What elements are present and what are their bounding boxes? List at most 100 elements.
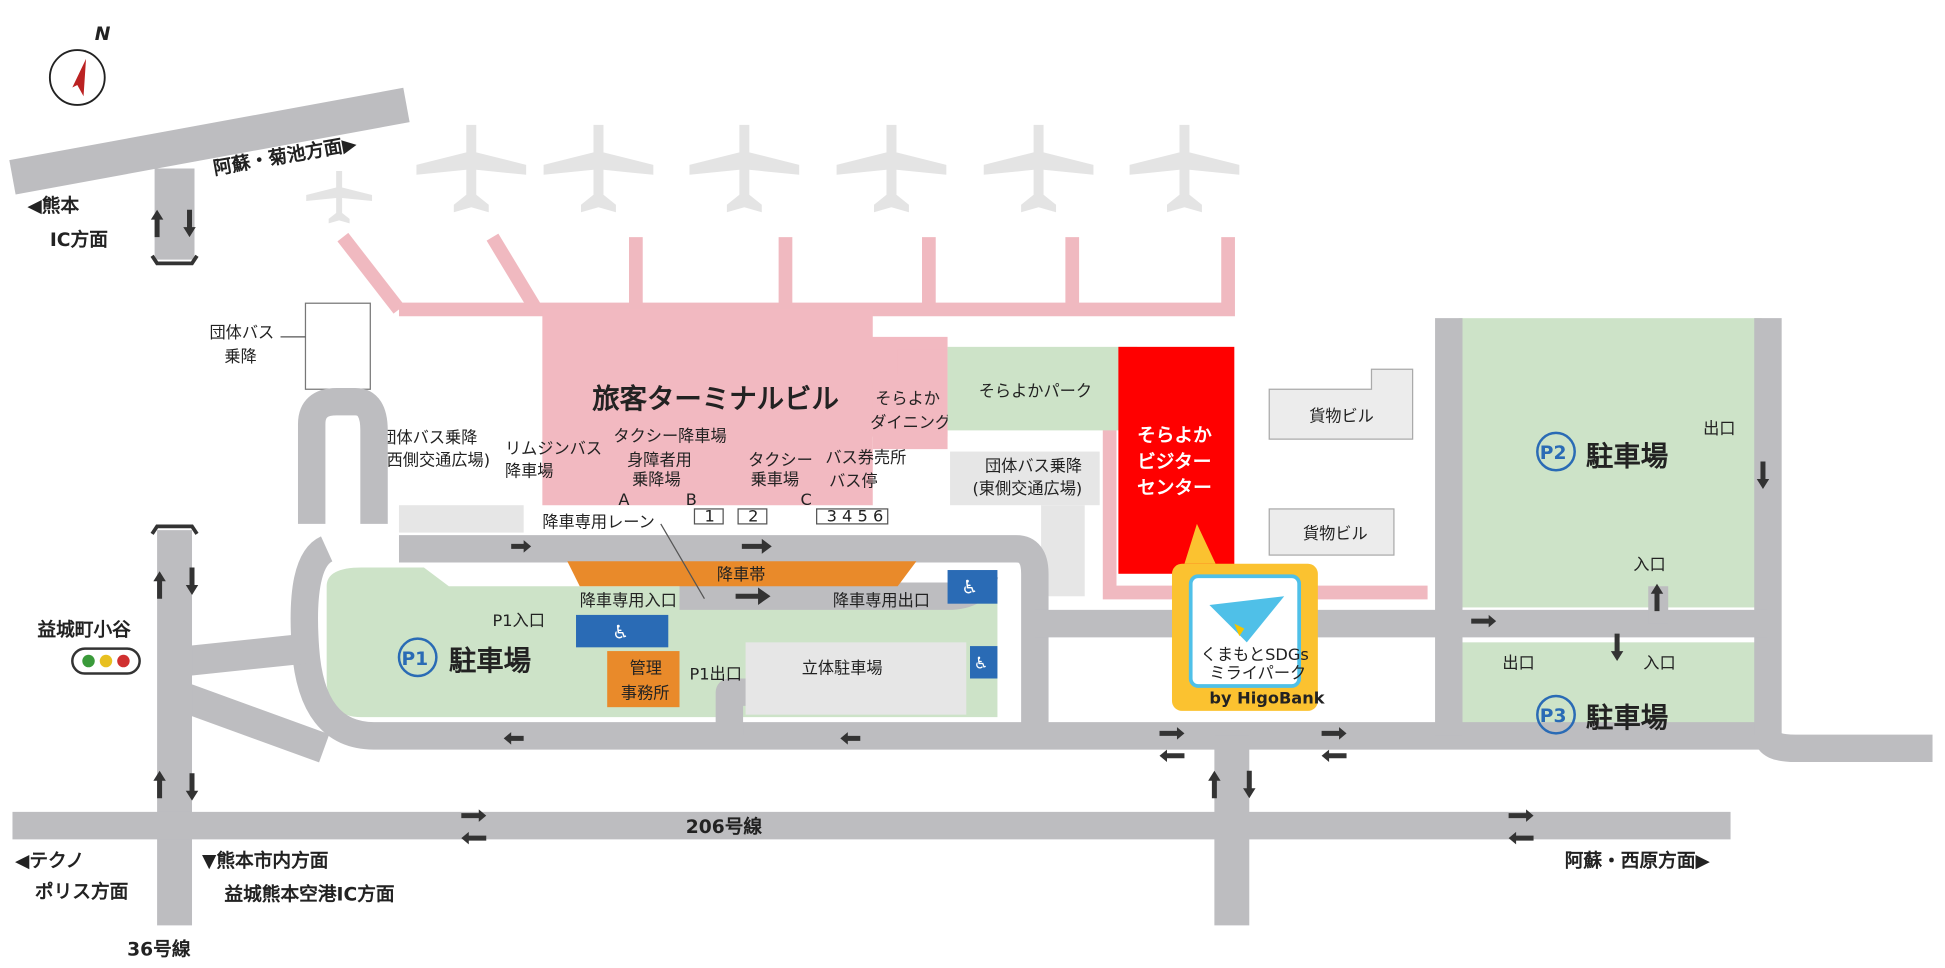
wheelchair-icon: ♿: [612, 623, 629, 644]
west-plaza-label: 団体バス乗降: [380, 428, 477, 447]
multi-parking-label: 立体駐車場: [802, 659, 883, 678]
arrow-left-icon: [1159, 749, 1185, 763]
p3-badge: P3: [1540, 706, 1567, 727]
arrow-right-icon: [735, 587, 771, 605]
cargo-building-1: 貨物ビル: [1309, 407, 1374, 426]
arrow-down-icon: [1610, 633, 1624, 662]
arrow-down-icon: [185, 773, 199, 801]
arrow-up-icon: [153, 571, 166, 599]
p2-entrance-label: 入口: [1633, 555, 1665, 574]
west-bus-area: [304, 302, 371, 390]
airplane-icon: [689, 124, 800, 213]
east-bus-label: 団体バス乗降: [985, 457, 1082, 476]
accessible-label-2: 乗降場: [632, 470, 681, 489]
p1-entrance-label: P1入口: [492, 611, 544, 630]
east-bus-plaza: [950, 451, 1100, 506]
arrow-down-icon: [1756, 461, 1770, 489]
visitor-center[interactable]: [1118, 346, 1235, 574]
dropoff-zone: [567, 561, 917, 587]
direction-mashiki-ic: 益城熊本空港IC方面: [224, 883, 394, 905]
lane-entrance-label: 降車専用入口: [580, 591, 677, 610]
taxi-pick-label-2: 乗車場: [751, 470, 800, 489]
arrow-up-icon: [153, 770, 166, 799]
terminal-front-labels: リムジンバス 降車場 タクシー降車場 身障者用 乗降場 タクシー 乗車場 バス券…: [505, 427, 930, 611]
multi-story-parking: [745, 642, 967, 715]
limousine-label-2: 降車場: [505, 462, 554, 481]
p3-entrance-label: 入口: [1643, 654, 1675, 673]
compass: N: [48, 24, 111, 106]
airplane-icon: [543, 124, 654, 213]
airplane-icon: [416, 124, 527, 213]
arrow-right-icon: [1159, 727, 1185, 740]
p2-name: 駐車場: [1586, 441, 1668, 472]
bus-ticket-label: バス券売所: [825, 448, 906, 467]
sorayoka-park: [947, 346, 1138, 431]
taxi-pick-label: タクシー: [748, 450, 813, 469]
arrow-left-icon: [840, 732, 861, 745]
wheelchair-icon: ♿: [974, 654, 989, 673]
management-office: [607, 651, 680, 708]
cargo-building-2: 貨物ビル: [1303, 524, 1368, 543]
arrow-right-icon: [1508, 809, 1534, 822]
p1-badge: P1: [401, 649, 428, 670]
direction-techno: ◀テクノ: [15, 851, 84, 872]
arrow-left-icon: [461, 831, 487, 845]
visitor-center-label-3: センター: [1137, 478, 1212, 499]
arrow-right-icon: [1471, 614, 1497, 628]
arrow-left-icon: [1508, 831, 1534, 845]
dining-label: そらよか: [875, 389, 940, 408]
p1-exit-label: P1出口: [689, 665, 741, 684]
arrow-left-icon: [503, 732, 524, 745]
west-bus-label-2: 乗降: [224, 347, 256, 366]
management-label-2: 事務所: [621, 683, 670, 702]
sdgs-line2: ミライパーク: [1209, 664, 1306, 683]
direction-kumamoto-ic-2: IC方面: [50, 229, 108, 251]
p1-name: 駐車場: [449, 646, 531, 677]
taxi-drop-label: タクシー降車場: [613, 427, 726, 446]
p1-label: P1 駐車場: [397, 637, 531, 678]
direction-kumamoto-city: ▼熊本市内方面: [202, 850, 329, 872]
wheelchair-icon: ♿: [961, 578, 978, 599]
arrow-left-icon: [1321, 749, 1347, 763]
passenger-terminal: 旅客ターミナルビル そらよか ダイニング: [542, 309, 951, 506]
sdgs-by-higobank: by HigoBank: [1209, 688, 1325, 707]
compass-north: N: [95, 24, 111, 45]
bus-stop-1: 1: [704, 506, 714, 525]
arrow-up-icon: [150, 209, 164, 238]
bus-stop-label: バス停: [829, 471, 878, 490]
north-arrow-icon: [72, 58, 87, 97]
airplane-icon: [306, 171, 373, 224]
visitor-center-label-2: ビジター: [1137, 452, 1211, 473]
accessible-parking: ♿ ♿ ♿: [576, 570, 998, 679]
sdgs-line1: くまもとSDGs: [1201, 645, 1309, 664]
arrow-right-icon: [1321, 727, 1347, 740]
bus-stop-2: 2: [748, 506, 758, 525]
direction-kumamoto-ic: ◀熊本: [27, 195, 79, 217]
arrow-right-icon: [511, 540, 532, 553]
traffic-light-icon: [71, 647, 141, 675]
limousine-label: リムジンバス: [505, 439, 602, 458]
paper-plane-icon: [1209, 596, 1285, 643]
gate-c: C: [800, 490, 811, 509]
accessible-label: 身障者用: [627, 450, 692, 469]
visitor-center-label-1: そらよか: [1137, 426, 1212, 447]
arrow-down-icon: [1243, 770, 1256, 799]
west-plaza-label-2: (西側交通広場): [380, 450, 490, 469]
lane-exit-label: 降車専用出口: [833, 591, 930, 610]
airplanes: [306, 124, 1240, 224]
p2-label: P2 駐車場 出口 入口: [1536, 419, 1735, 574]
airplane-icon: [983, 124, 1094, 213]
cargo-buildings: 貨物ビル 貨物ビル: [1268, 368, 1414, 556]
p3-name: 駐車場: [1586, 703, 1668, 734]
dropoff-lane-label: 降車専用レーン: [542, 513, 655, 532]
sdgs-mirai-park-card[interactable]: くまもとSDGs ミライパーク by HigoBank: [1171, 523, 1326, 711]
arrow-up-icon: [1208, 770, 1221, 799]
p2-parking[interactable]: [1458, 318, 1762, 608]
route-206-label: 206号線: [686, 816, 763, 838]
p2-exit-label: 出口: [1703, 419, 1735, 438]
airplane-icon: [1129, 124, 1240, 213]
arrow-down-icon: [185, 567, 199, 595]
p3-label: P3 駐車場 出口 入口: [1502, 654, 1676, 735]
arrow-right-icon: [461, 809, 487, 822]
